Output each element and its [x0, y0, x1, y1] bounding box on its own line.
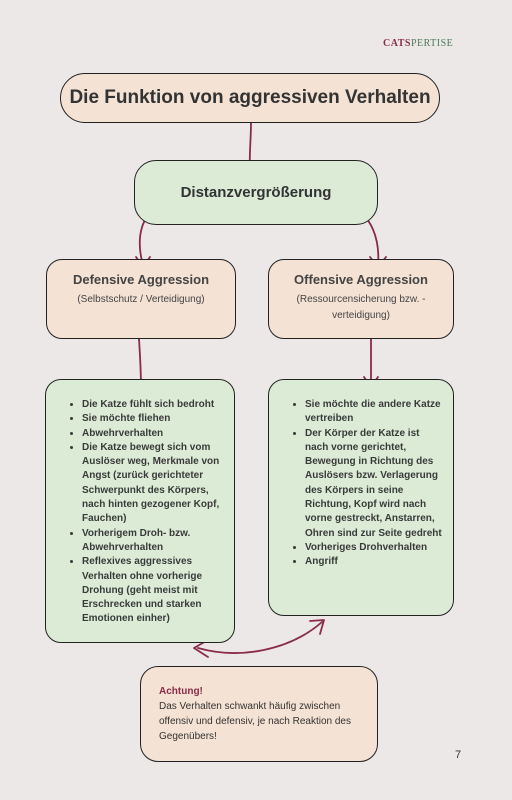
defensive-subheading: (Selbstschutz / Verteidigung): [77, 294, 205, 305]
list-item: Vorherigem Droh- bzw. Abwehrverhalten: [82, 527, 224, 556]
warning-heading: Achtung!: [159, 686, 203, 697]
center-concept: Distanzvergrößerung: [134, 160, 378, 225]
offensive-traits-list: Sie möchte die andere Katze vertreiben D…: [285, 398, 443, 570]
offensive-subheading: (Ressourcensicherung bzw. -verteidigung): [296, 294, 426, 321]
defensive-heading: Defensive Aggression: [72, 272, 210, 287]
list-item: Vorheriges Drohverhalten: [305, 541, 443, 555]
brand-part-pertise: PERTISE: [410, 38, 454, 49]
defensive-aggression-box: Defensive Aggression (Selbstschutz / Ver…: [46, 259, 236, 339]
warning-text: Das Verhalten schwankt häufig zwischen o…: [159, 701, 351, 742]
page-number: 7: [455, 749, 462, 761]
list-item: Angriff: [305, 555, 443, 569]
brand-part-cats: CATS: [383, 38, 411, 49]
defensive-traits-box: Die Katze fühlt sich bedroht Sie möchte …: [45, 379, 235, 643]
list-item: Der Körper der Katze ist nach vorne geri…: [305, 427, 443, 541]
list-item: Die Katze fühlt sich bedroht: [82, 398, 224, 412]
offensive-aggression-box: Offensive Aggression (Ressourcensicherun…: [268, 259, 454, 339]
warning-note: Achtung! Das Verhalten schwankt häufig z…: [140, 666, 378, 762]
arrowhead-right: [309, 619, 325, 635]
brand-logo: CATSPERTISE: [383, 38, 453, 49]
list-item: Abwehrverhalten: [82, 427, 224, 441]
list-item: Sie möchte die andere Katze vertreiben: [305, 398, 443, 427]
list-item: Die Katze bewegt sich vom Auslöser weg, …: [82, 441, 224, 527]
offensive-traits-box: Sie möchte die andere Katze vertreiben D…: [268, 379, 454, 616]
main-title: Die Funktion von aggressiven Verhalten: [60, 73, 440, 123]
list-item: Sie möchte fliehen: [82, 412, 224, 426]
offensive-heading: Offensive Aggression: [294, 272, 428, 287]
list-item: Reflexives aggressives Verhalten ohne vo…: [82, 555, 224, 626]
defensive-traits-list: Die Katze fühlt sich bedroht Sie möchte …: [62, 398, 224, 627]
